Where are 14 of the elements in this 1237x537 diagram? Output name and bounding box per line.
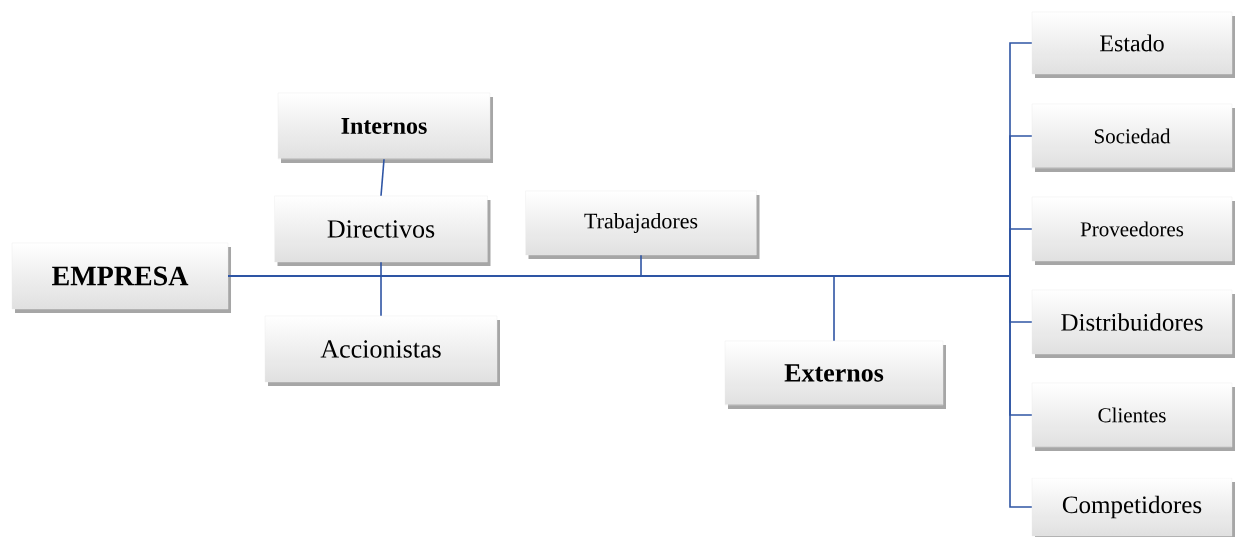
label-box: Competidores: [1031, 477, 1235, 537]
label-box: Externos: [724, 340, 946, 409]
label-box: Estado: [1031, 11, 1235, 78]
label-box: EMPRESA: [11, 242, 231, 313]
connector-line: [380, 158, 385, 197]
label-box: Clientes: [1031, 382, 1235, 451]
label-box: Directivos: [274, 195, 491, 266]
label-box: Internos: [277, 92, 493, 163]
label-box: Trabajadores: [525, 190, 760, 259]
label-box: Accionistas: [264, 315, 500, 386]
label-box: Sociedad: [1031, 103, 1235, 172]
connector-line: [227, 275, 1033, 508]
label-box: Proveedores: [1031, 196, 1235, 265]
label-box: Distribuidores: [1031, 289, 1235, 358]
